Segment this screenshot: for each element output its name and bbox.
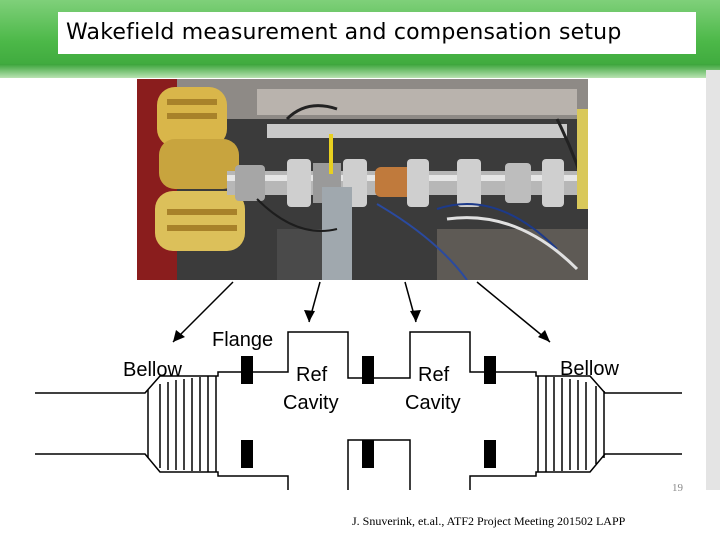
label-ref-2: Ref: [418, 364, 450, 386]
right-edge-shade: [706, 70, 720, 490]
footer-citation: J. Snuverink, et.al., ATF2 Project Meeti…: [352, 514, 626, 528]
title-box: [58, 12, 696, 54]
label-cavity-2: Cavity: [405, 392, 461, 414]
label-cavity-1: Cavity: [283, 392, 339, 414]
cavity-diagram: Flange Bellow Bellow Ref Cavity Ref Cavi…: [35, 281, 682, 490]
header-shadow: [0, 64, 720, 78]
label-flange: Flange: [212, 329, 273, 351]
arrow-right-bellow: [476, 281, 551, 343]
label-ref-1: Ref: [296, 364, 328, 386]
setup-photo: [137, 79, 588, 280]
arrow-left-bellow: [172, 281, 234, 343]
label-bellow-right: Bellow: [560, 358, 619, 380]
label-bellow-left: Bellow: [123, 359, 182, 381]
page-number: 19: [672, 482, 683, 494]
slide-title: Wakefield measurement and compensation s…: [66, 20, 622, 45]
